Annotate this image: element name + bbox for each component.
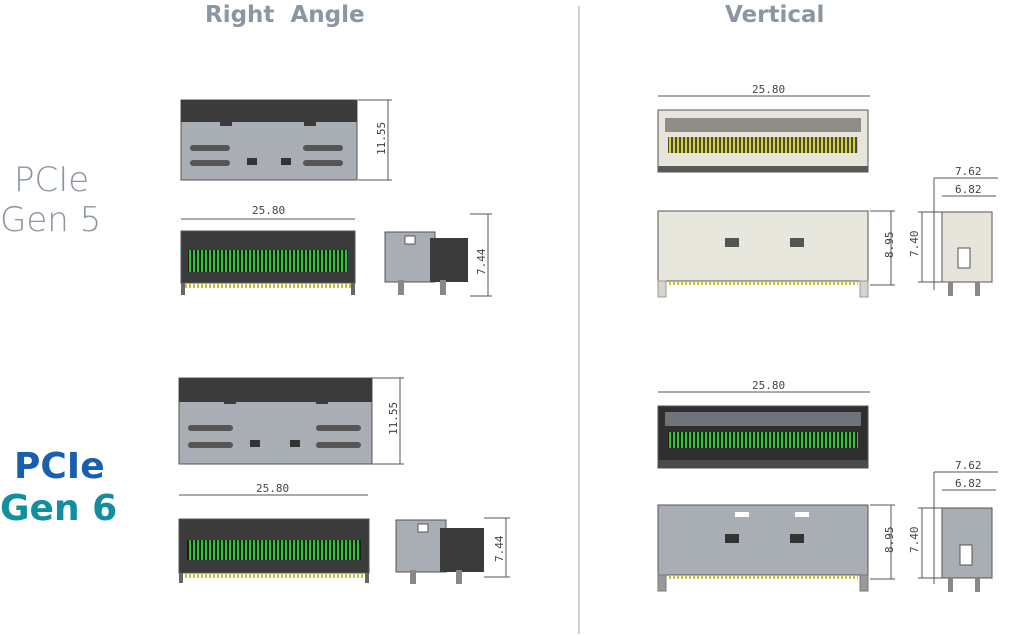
gen5-label-line2: Gen 5 — [0, 200, 102, 240]
gen6-v-side-view — [918, 471, 998, 592]
gen5-v-front-view — [657, 210, 895, 298]
gen6-v-top-view — [657, 391, 870, 469]
gen6-v-side-outer-label: 7.62 — [955, 459, 982, 472]
column-divider — [578, 6, 580, 634]
gen6-v-side-inner-label: 6.82 — [955, 477, 982, 490]
gen5-v-side-inner-label: 6.82 — [955, 183, 982, 196]
gen6-ra-height-label: 11.55 — [387, 402, 400, 435]
gen5-ra-side-view — [384, 213, 492, 297]
gen6-v-side-height-label: 7.40 — [908, 527, 921, 554]
gen5-ra-top-view — [180, 99, 392, 181]
gen5-v-side-outer-label: 7.62 — [955, 165, 982, 178]
gen6-v-height-label: 8.95 — [883, 527, 896, 554]
gen5-v-height-label: 8.95 — [883, 232, 896, 259]
gen5-ra-front-view — [180, 218, 356, 295]
gen6-ra-front-view — [178, 494, 370, 583]
gen6-label-line1: PCIe — [14, 446, 105, 487]
gen6-ra-width-label: 25.80 — [256, 482, 289, 495]
gen6-label: PCIe Gen 6 — [0, 446, 117, 530]
gen6-v-front-view — [657, 504, 895, 592]
gen6-v-width-label: 25.80 — [752, 379, 785, 392]
gen5-v-top-view — [657, 95, 870, 173]
gen5-label-line1: PCIe — [14, 160, 90, 200]
gen6-ra-side-height-label: 7.44 — [493, 535, 506, 562]
gen5-label: PCIe Gen 5 — [0, 160, 101, 240]
gen5-ra-width-label: 25.80 — [252, 204, 285, 217]
gen5-v-side-view — [918, 177, 998, 296]
gen5-ra-side-height-label: 7.44 — [475, 248, 488, 275]
gen6-ra-side-view — [395, 517, 510, 584]
gen6-label-line2: Gen 6 — [0, 488, 118, 529]
header-right-angle: Right Angle — [205, 2, 365, 28]
gen5-ra-height-label: 11.55 — [375, 122, 388, 155]
gen5-v-width-label: 25.80 — [752, 83, 785, 96]
gen5-v-side-height-label: 7.40 — [908, 231, 921, 258]
gen6-ra-top-view — [178, 377, 404, 465]
header-vertical: Vertical — [725, 2, 825, 28]
